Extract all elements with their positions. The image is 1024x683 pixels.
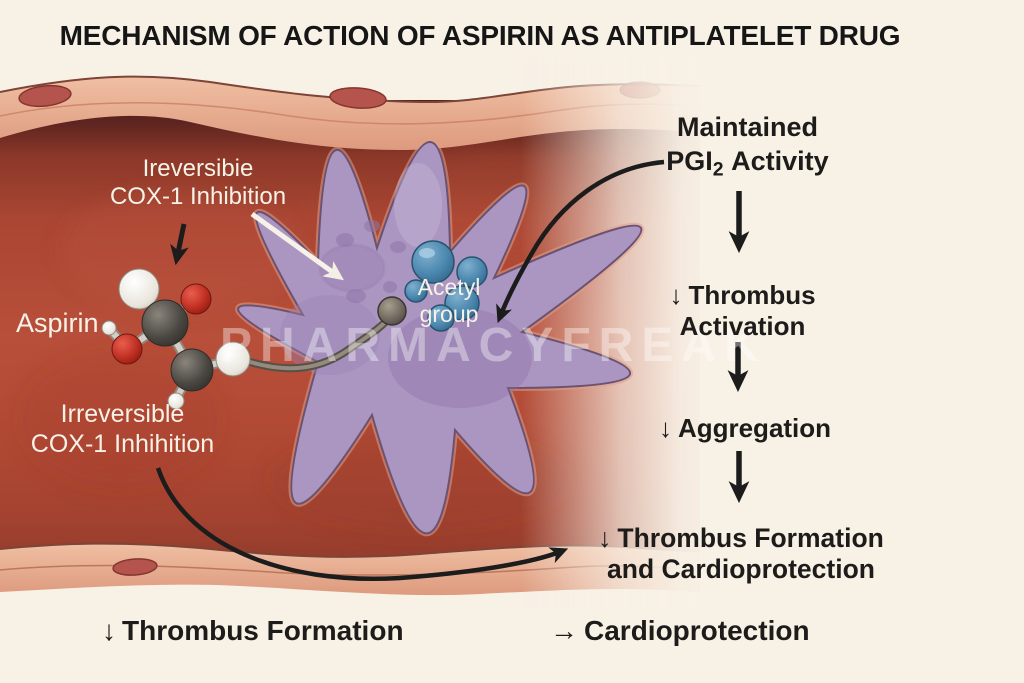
flow-step-thrombus-activation: ↓Thrombus Activation: [669, 280, 816, 341]
hydrogen-atom: [118, 268, 160, 310]
endothelial-nucleus: [112, 558, 158, 576]
flow-step-thrombus-formation: ↓Thrombus Formation and Cardioprotection: [598, 523, 884, 584]
acetyl-carbon-sphere: [377, 296, 407, 326]
label-irreversible-cox1-bottom: Irreversible COX-1 Inhihition: [30, 400, 215, 458]
label-pointer-arrow: [170, 223, 189, 266]
cox-inhibition-curved-arrow: [155, 467, 569, 581]
carbon-atom: [170, 348, 214, 392]
oxygen-atom: [180, 283, 212, 315]
flow-step-aggregation: ↓Aggregation: [658, 413, 832, 443]
hydrogen-atom: [101, 320, 117, 336]
label-acetyl-group: Acetyl group: [417, 274, 481, 328]
down-arrow-icon: ↓: [102, 615, 116, 646]
acetyl-group-blob: [404, 240, 488, 332]
footer-thrombus-formation: ↓Thrombus Formation: [102, 615, 404, 646]
page-title: MECHANISM OF ACTION OF ASPIRIN AS ANTIPL…: [59, 20, 901, 51]
hydrogen-atom: [215, 341, 251, 377]
fade-overlay: [520, 58, 720, 608]
flowchart-arrows: [727, 191, 750, 504]
hydrogen-atom: [167, 392, 185, 410]
oxygen-atom: [111, 333, 143, 365]
label-irreversible-cox1-top: Ireversibie COX-1 Inhibition: [109, 155, 287, 211]
pgi-curved-arrow: [496, 159, 665, 324]
pgi-subscript: 2: [712, 158, 724, 181]
footer-cardioprotection: →Cardioprotection: [550, 615, 810, 646]
label-aspirin: Aspirin: [16, 308, 99, 338]
aspirin-molecule: [101, 268, 251, 410]
down-arrow-icon: ↓: [598, 523, 612, 553]
down-arrow-icon: ↓: [669, 280, 683, 310]
white-pointer-arrow: [250, 211, 344, 281]
down-arrow-icon: ↓: [658, 413, 672, 443]
watermark: PHARMACYFREAK: [220, 319, 767, 372]
right-arrow-icon: →: [550, 615, 578, 646]
platelet-cell: [235, 139, 645, 537]
acetyl-tail: [246, 311, 395, 373]
carbon-atom: [141, 299, 189, 347]
platelet-granules: [336, 220, 406, 303]
